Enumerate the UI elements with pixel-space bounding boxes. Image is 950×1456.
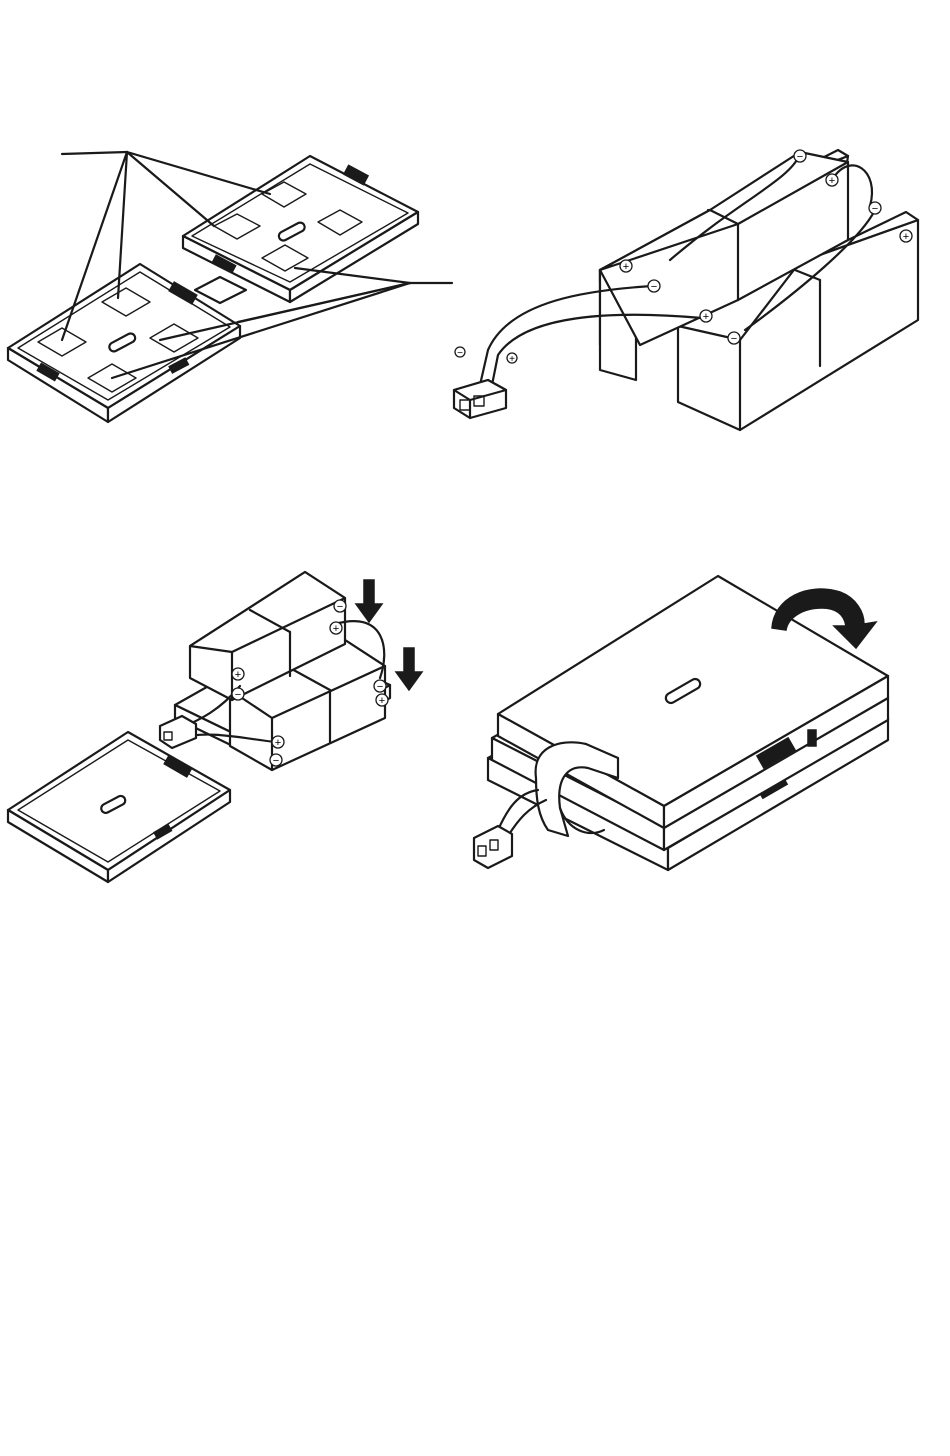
terminal-positive: + bbox=[275, 737, 281, 749]
terminal-positive: + bbox=[829, 175, 835, 187]
terminal-negative: − bbox=[377, 681, 383, 693]
pack-connector bbox=[474, 826, 512, 868]
cable-negative-symbol: − bbox=[457, 348, 463, 359]
figure-battery-placement: − + + − − + + − bbox=[0, 560, 440, 890]
front-tray bbox=[8, 264, 240, 422]
terminal-positive: + bbox=[703, 311, 709, 323]
terminal-negative: − bbox=[273, 755, 279, 767]
battery-wiring-illustration: − + − + + − + − − + bbox=[440, 140, 930, 440]
terminal-positive: + bbox=[379, 695, 385, 707]
figure-tray-pads bbox=[0, 140, 460, 440]
figure-tape-wrap bbox=[468, 568, 938, 898]
cable-positive-symbol: + bbox=[509, 354, 515, 365]
terminal-negative: − bbox=[235, 689, 241, 701]
tray-pads-illustration bbox=[0, 140, 460, 440]
terminal-negative: − bbox=[731, 333, 737, 345]
terminal-positive: + bbox=[235, 669, 241, 681]
battery-connector bbox=[454, 380, 506, 418]
terminal-positive: + bbox=[903, 231, 909, 243]
arrow-down-icon bbox=[396, 648, 422, 690]
terminal-negative: − bbox=[337, 601, 343, 613]
arrow-down-icon bbox=[356, 580, 382, 622]
terminal-negative: − bbox=[651, 281, 657, 293]
terminal-negative: − bbox=[872, 203, 878, 215]
terminal-positive: + bbox=[623, 261, 629, 273]
empty-tray bbox=[8, 732, 230, 882]
terminal-positive: + bbox=[333, 623, 339, 635]
terminal-negative: − bbox=[797, 151, 803, 163]
figure-battery-wiring: − + − + + − + − − + bbox=[440, 140, 930, 440]
battery-placement-illustration: − + + − − + + − bbox=[0, 560, 440, 890]
tape-wrap-illustration bbox=[468, 568, 938, 898]
